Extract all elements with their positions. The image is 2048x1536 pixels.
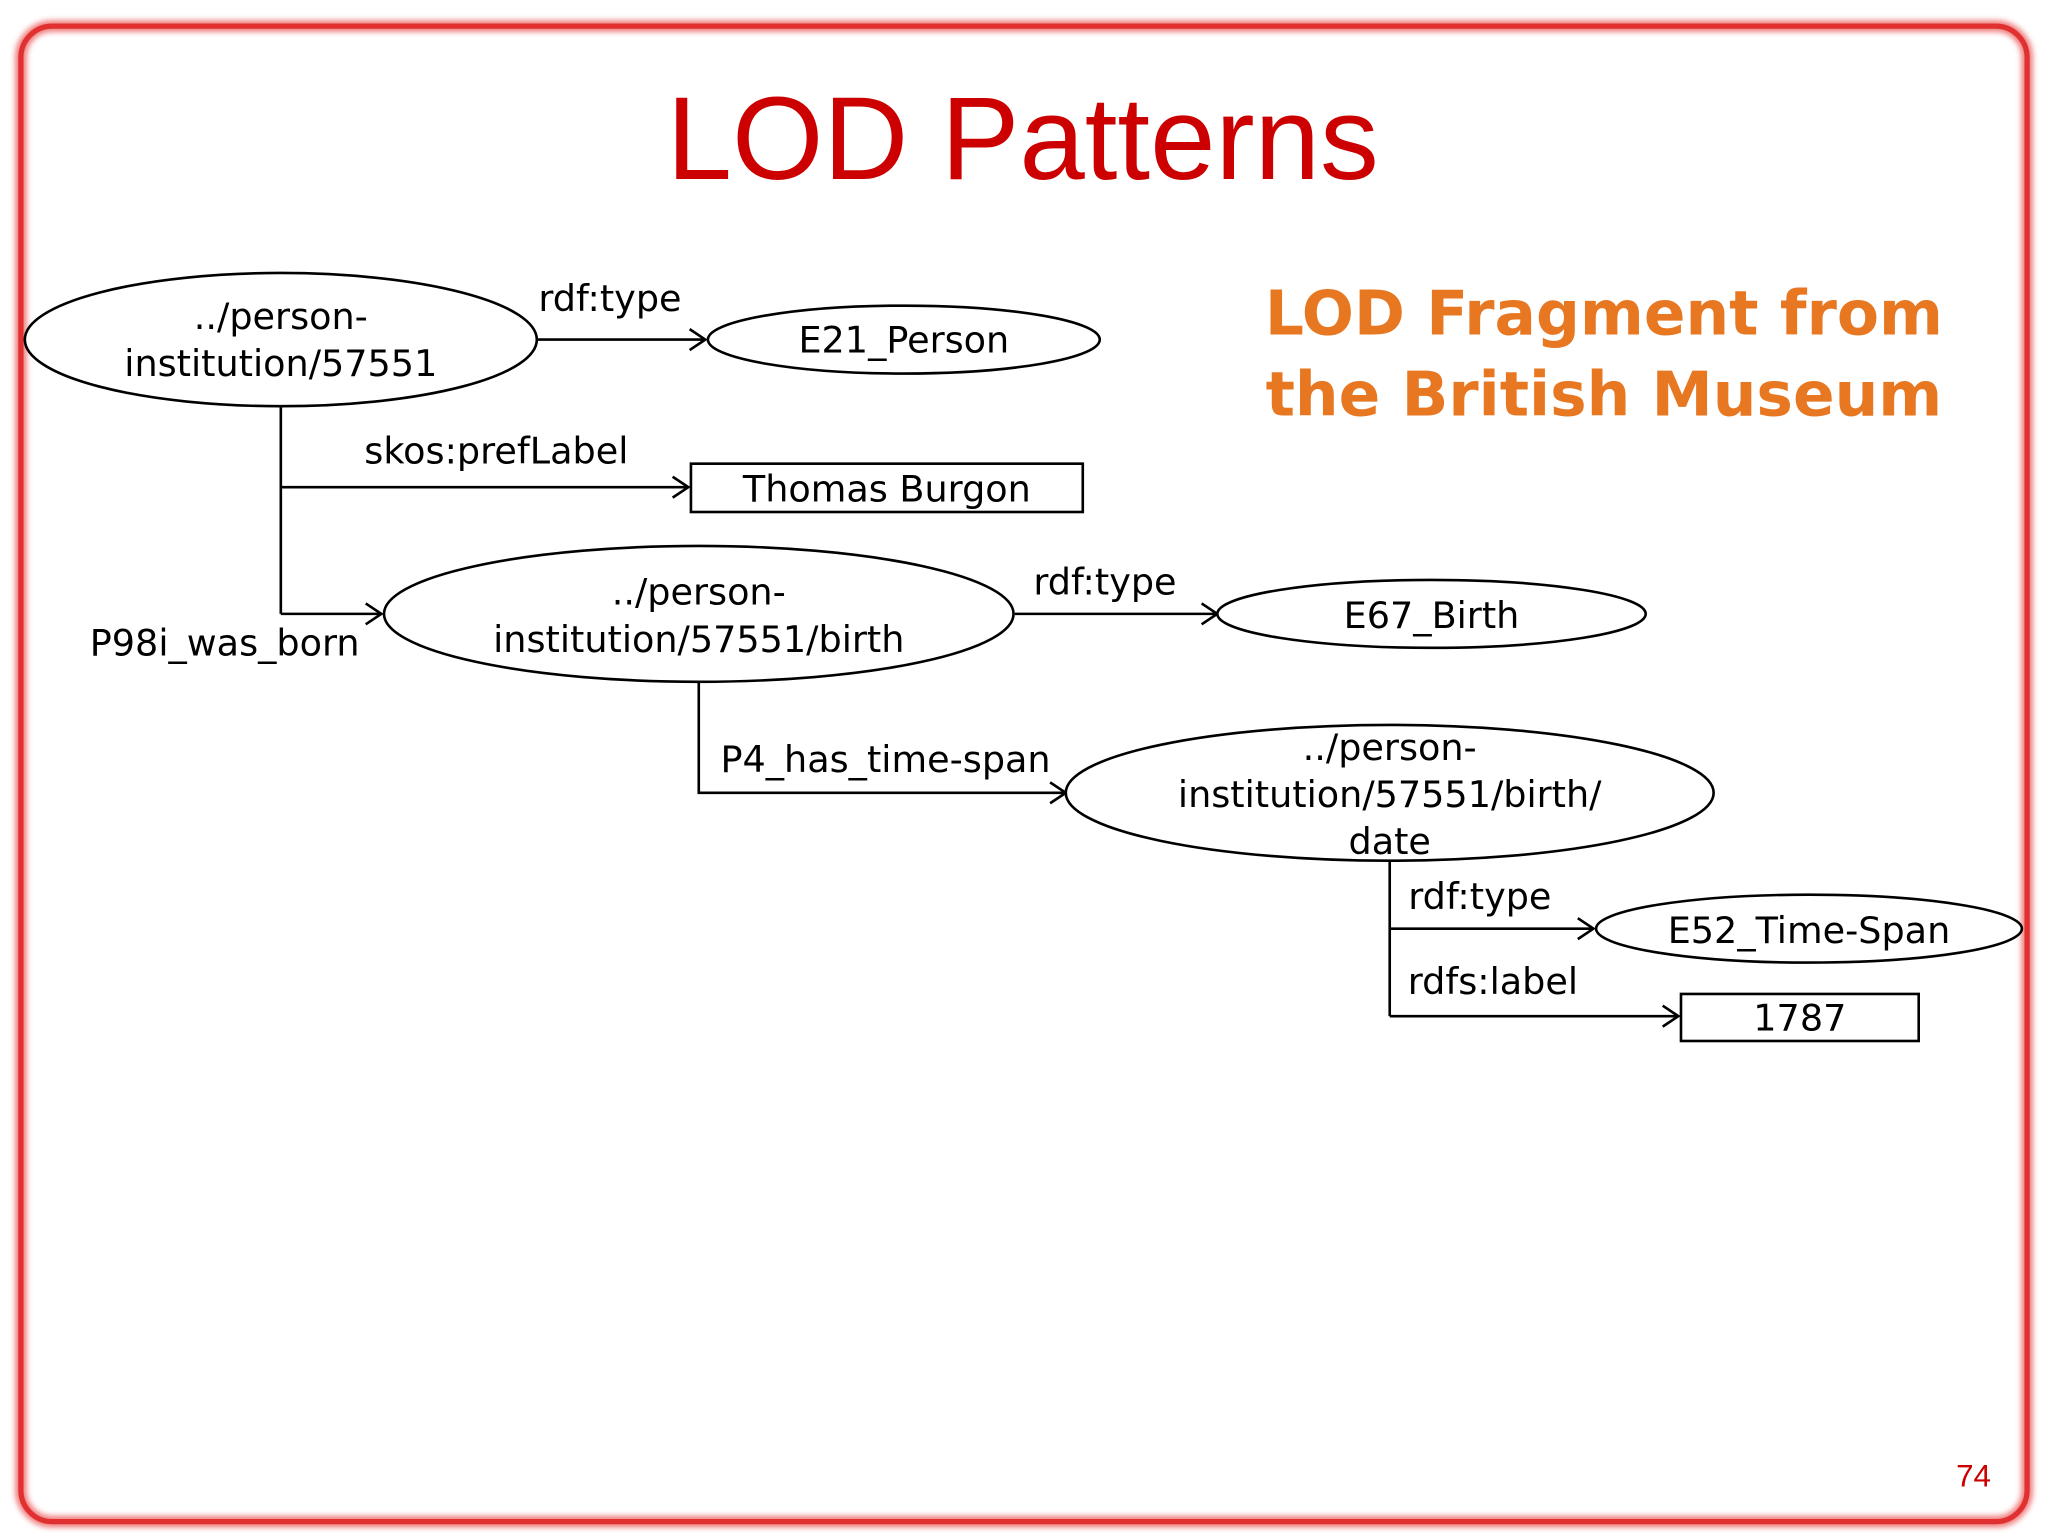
page-number: 74 — [1956, 1458, 1991, 1493]
edge-person-preflabel: skos:prefLabel — [279, 406, 691, 614]
svg-text:E67_Birth: E67_Birth — [1344, 594, 1520, 637]
literal-thomas-burgon: Thomas Burgon — [689, 462, 1085, 514]
node-e67-birth: E67_Birth — [1216, 578, 1648, 650]
svg-text:P4_has_time-span: P4_has_time-span — [720, 738, 1050, 781]
slide-title: LOD Patterns — [667, 73, 1379, 204]
edge-person-type: rdf:type — [536, 277, 708, 352]
svg-text:rdf:type: rdf:type — [1033, 560, 1176, 603]
edge-person-born: P98i_was_born — [90, 602, 384, 665]
svg-text:P98i_was_born: P98i_was_born — [90, 622, 360, 665]
svg-text:../person-: ../person- — [1303, 726, 1477, 769]
edge-date-type: rdf:type — [1388, 860, 1596, 1017]
node-person: ../person- institution/57551 — [23, 271, 539, 408]
node-e21-person: E21_Person — [706, 304, 1102, 375]
svg-text:../person-: ../person- — [194, 295, 368, 338]
edge-date-label: rdfs:label — [1389, 960, 1681, 1028]
edge-birth-type: rdf:type — [1014, 560, 1220, 626]
svg-text:institution/57551/birth: institution/57551/birth — [493, 618, 904, 661]
subtitle: LOD Fragment from the British Museum — [1265, 278, 1943, 430]
svg-text:rdf:type: rdf:type — [1408, 875, 1551, 918]
edge-birth-timespan: P4_has_time-span — [697, 681, 1069, 805]
svg-text:the British Museum: the British Museum — [1266, 359, 1943, 430]
svg-text:../person-: ../person- — [612, 571, 786, 614]
svg-text:rdf:type: rdf:type — [538, 277, 681, 320]
node-date: ../person- institution/57551/birth/ date — [1064, 723, 1715, 863]
svg-text:skos:prefLabel: skos:prefLabel — [364, 430, 628, 473]
svg-text:Thomas Burgon: Thomas Burgon — [742, 468, 1031, 511]
svg-text:LOD Fragment from: LOD Fragment from — [1265, 278, 1943, 349]
svg-text:E21_Person: E21_Person — [798, 319, 1009, 362]
svg-text:E52_Time-Span: E52_Time-Span — [1668, 909, 1951, 952]
literal-1787: 1787 — [1679, 992, 1920, 1043]
svg-text:rdfs:label: rdfs:label — [1408, 960, 1578, 1003]
node-birth: ../person- institution/57551/birth — [382, 544, 1015, 684]
svg-text:1787: 1787 — [1753, 997, 1846, 1040]
node-e52-time-span: E52_Time-Span — [1594, 893, 2024, 964]
svg-text:institution/57551: institution/57551 — [124, 342, 437, 385]
svg-text:institution/57551/birth/: institution/57551/birth/ — [1178, 773, 1602, 816]
svg-text:date: date — [1348, 820, 1430, 863]
